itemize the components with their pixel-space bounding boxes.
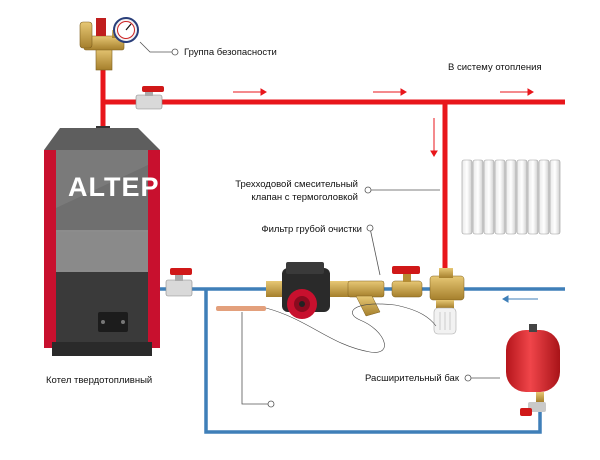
radiator-section (527, 159, 539, 235)
circulation-pump (266, 262, 352, 319)
supply-ball-valve (135, 86, 164, 110)
expansion-tank-label: Расширительный бак (365, 373, 460, 384)
three-way-valve-label-line2: клапан с термоголовкой (251, 192, 358, 203)
boiler-brand-label: ALTEP (68, 172, 160, 202)
callout-lines (139, 41, 500, 408)
coarse-filter-label: Фильтр грубой очистки (261, 224, 362, 235)
radiator-section (516, 159, 528, 235)
solid-fuel-boiler: ALTEP (44, 126, 160, 356)
return-pipes (150, 287, 565, 434)
radiator-section (538, 159, 550, 235)
three-way-mixing-valve (429, 268, 465, 335)
temperature-sensor-capillary (216, 303, 437, 353)
flow-arrows (233, 88, 534, 157)
radiator (461, 159, 561, 235)
radiator-section (472, 159, 484, 235)
radiator-section (461, 159, 473, 235)
heating-system-label: В систему отопления (448, 62, 542, 73)
radiator-section (549, 159, 561, 235)
expansion-tank (506, 324, 560, 416)
flow-arrow-right (233, 88, 267, 96)
radiator-section (505, 159, 517, 235)
return-ball-valve (165, 268, 193, 297)
radiator-section (483, 159, 495, 235)
safety-group (79, 17, 139, 71)
flow-arrow-right (500, 88, 534, 96)
three-way-valve-label-line1: Трехходовой смесительный (235, 179, 358, 190)
safety-group-label: Группа безопасности (184, 47, 277, 58)
radiator-section (494, 159, 506, 235)
supply-pipes (100, 68, 565, 276)
coarse-filter (347, 280, 385, 317)
filter-ball-valve (391, 266, 423, 298)
flow-arrow-left (502, 295, 538, 303)
flow-arrow-right (373, 88, 407, 96)
flow-arrow-down (430, 118, 438, 157)
boiler-label: Котел твердотопливный (46, 375, 152, 386)
labels: Группа безопасности В систему отопления … (46, 47, 542, 386)
